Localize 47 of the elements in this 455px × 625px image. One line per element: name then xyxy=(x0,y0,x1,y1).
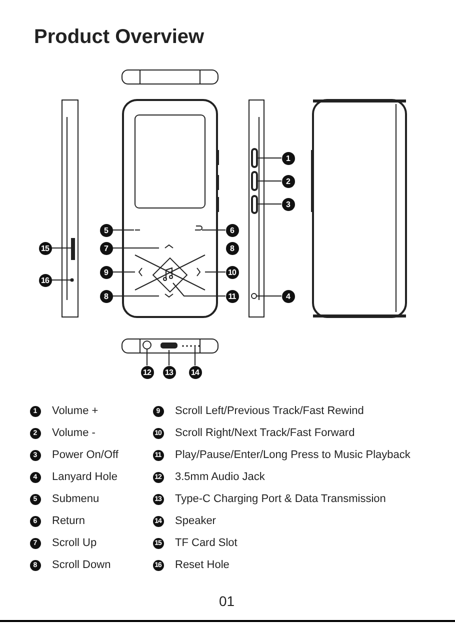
callout-number: 7 xyxy=(100,242,112,254)
audio-jack xyxy=(142,340,152,350)
part-description: Reset Hole xyxy=(175,558,230,572)
callout-number: 12 xyxy=(140,366,154,378)
side-button xyxy=(251,148,258,168)
part-description: Scroll Up xyxy=(52,536,97,550)
callout-number: 6 xyxy=(226,224,238,236)
side-button xyxy=(251,171,258,191)
lanyard-hole xyxy=(251,293,257,299)
callout-number: 9 xyxy=(100,266,112,278)
part-description: TF Card Slot xyxy=(175,536,238,550)
part-description: Speaker xyxy=(175,514,216,528)
leader-line xyxy=(172,282,226,296)
callout-number: 8 xyxy=(100,290,112,302)
callout-number: 13 xyxy=(162,366,176,378)
leader-line xyxy=(168,350,170,366)
card-slot xyxy=(71,238,75,260)
leader-line xyxy=(194,346,196,366)
leader-line xyxy=(258,180,282,182)
part-description: Submenu xyxy=(52,492,100,506)
callout-number: 5 xyxy=(100,224,112,236)
callout-number: 3 xyxy=(282,198,294,210)
part-description: Volume + xyxy=(52,404,98,418)
callout-number: 16 xyxy=(38,274,52,286)
callout-number: 8 xyxy=(226,242,238,254)
side-button xyxy=(251,195,258,214)
part-description: Scroll Down xyxy=(52,558,111,572)
page-title: Product Overview xyxy=(34,26,204,49)
callout-number: 11 xyxy=(226,290,238,302)
part-description: Power On/Off xyxy=(52,448,118,462)
part-description: Return xyxy=(52,514,86,528)
part-description: Type-C Charging Port & Data Transmission xyxy=(175,492,386,506)
part-description: Scroll Left/Previous Track/Fast Rewind xyxy=(175,404,364,418)
callout-number: 4 xyxy=(282,290,294,302)
part-description: 3.5mm Audio Jack xyxy=(175,470,265,484)
callout-number: 15 xyxy=(38,242,52,254)
leader-line xyxy=(146,348,148,366)
callout-number: 2 xyxy=(282,174,294,188)
part-description: Lanyard Hole xyxy=(52,470,118,484)
callout-number: 10 xyxy=(226,266,238,278)
part-description: Play/Pause/Enter/Long Press to Music Playback xyxy=(175,448,410,462)
reset-hole xyxy=(70,278,74,282)
callout-number: 1 xyxy=(282,152,294,164)
page-number: 01 xyxy=(219,592,235,610)
callout-number: 14 xyxy=(188,366,202,378)
part-description: Volume - xyxy=(52,426,96,440)
part-description: Scroll Right/Next Track/Fast Forward xyxy=(175,426,355,440)
